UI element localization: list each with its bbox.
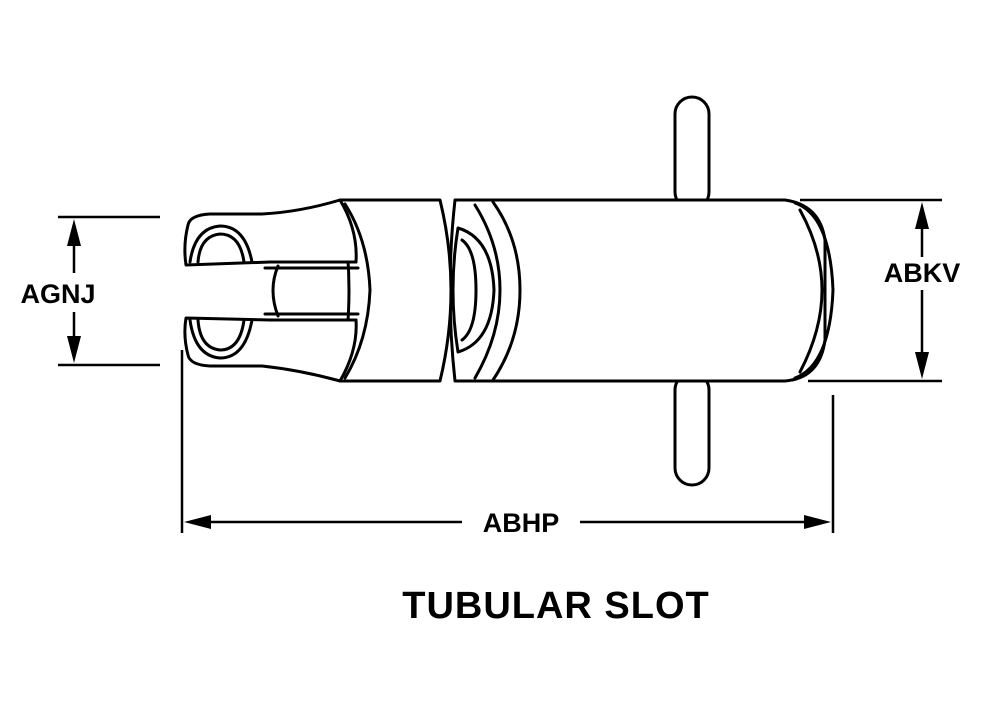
diagram-title: TUBULAR SLOT	[402, 585, 710, 627]
arrowhead-left	[184, 515, 211, 529]
dimension-label-agnj: AGNJ	[20, 279, 95, 309]
dimension-agnj: AGNJ	[20, 215, 160, 367]
part-outline	[183, 95, 835, 487]
collet-tip	[183, 198, 360, 383]
dimension-abhp: ABHP	[180, 350, 835, 538]
dimension-label-abhp: ABHP	[483, 508, 560, 538]
arrowhead-right	[804, 515, 831, 529]
arrowhead-down	[67, 336, 81, 363]
collar	[338, 198, 453, 383]
dimension-abkv: ABKV	[800, 198, 961, 383]
arrowhead-up	[915, 202, 929, 229]
upper-pin	[673, 95, 711, 211]
lower-pin	[673, 371, 711, 487]
arrowhead-up	[67, 219, 81, 246]
dimension-label-abkv: ABKV	[884, 258, 961, 288]
main-body	[448, 198, 835, 383]
arrowhead-down	[915, 352, 929, 379]
